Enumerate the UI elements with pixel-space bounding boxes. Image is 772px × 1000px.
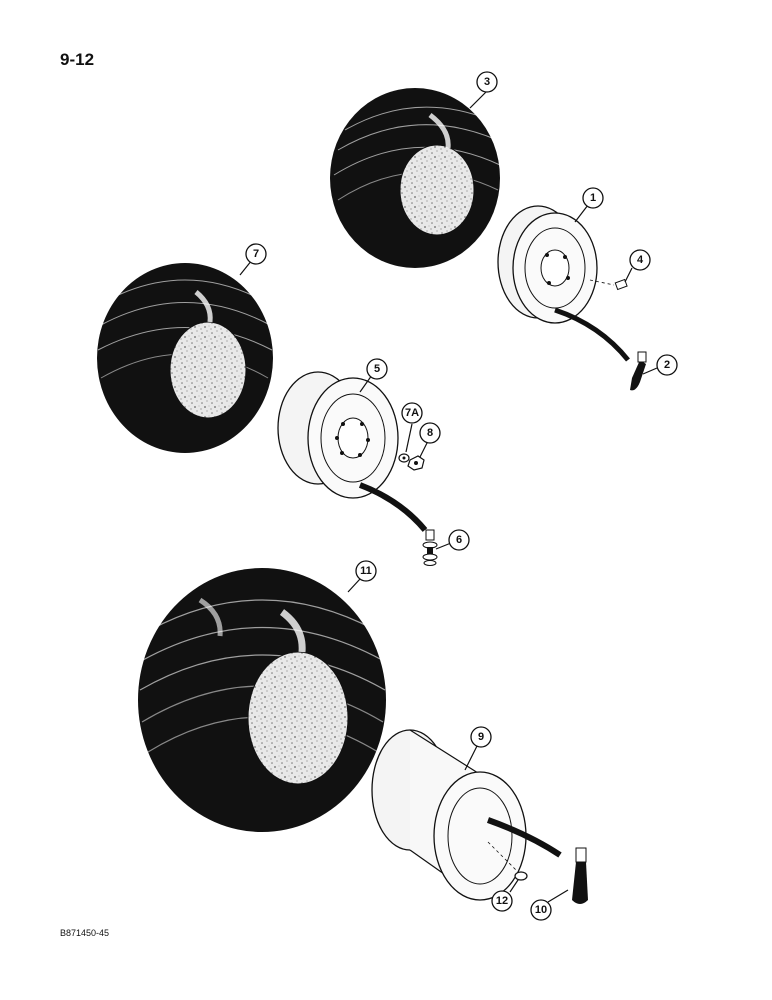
svg-text:7: 7 (253, 248, 259, 260)
tire-7 (97, 263, 273, 453)
svg-text:5: 5 (374, 363, 380, 375)
callout-7: 7 (245, 243, 267, 265)
svg-text:1: 1 (590, 192, 596, 204)
page-number: 9-12 (60, 50, 95, 69)
washer-7a (398, 453, 410, 463)
leader-lines (239, 89, 658, 903)
nut-12 (487, 841, 528, 881)
nut-4 (589, 278, 628, 291)
svg-text:10: 10 (535, 904, 547, 916)
callout-7a: 7A (401, 402, 423, 424)
valve-stem-6 (422, 529, 438, 566)
svg-text:7A: 7A (405, 407, 419, 419)
callout-3: 3 (476, 71, 498, 93)
svg-text:6: 6 (456, 534, 462, 546)
callout-4: 4 (629, 249, 651, 271)
svg-text:2: 2 (664, 359, 670, 371)
svg-text:4: 4 (637, 254, 644, 266)
callout-2: 2 (656, 354, 678, 376)
nut-8 (407, 455, 425, 471)
svg-text:8: 8 (427, 427, 433, 439)
callout-1: 1 (582, 187, 604, 209)
tire-3 (330, 88, 501, 268)
callout-8: 8 (419, 422, 441, 444)
svg-text:12: 12 (496, 895, 508, 907)
callout-9: 9 (470, 726, 492, 748)
callout-12: 12 (491, 890, 513, 912)
callout-11: 11 (355, 560, 377, 582)
tire-11 (138, 568, 386, 832)
svg-text:11: 11 (360, 565, 372, 577)
rim-1 (497, 205, 630, 362)
callout-5: 5 (366, 358, 388, 380)
rim-5 (277, 371, 428, 532)
callout-6: 6 (448, 529, 470, 551)
svg-text:9: 9 (478, 731, 484, 743)
valve-stem-2 (630, 351, 647, 391)
svg-text:3: 3 (484, 76, 490, 88)
callout-10: 10 (530, 899, 552, 921)
drawing-code: B871450-45 (60, 928, 110, 938)
rim-9 (371, 729, 562, 901)
valve-stem-10 (572, 847, 588, 904)
